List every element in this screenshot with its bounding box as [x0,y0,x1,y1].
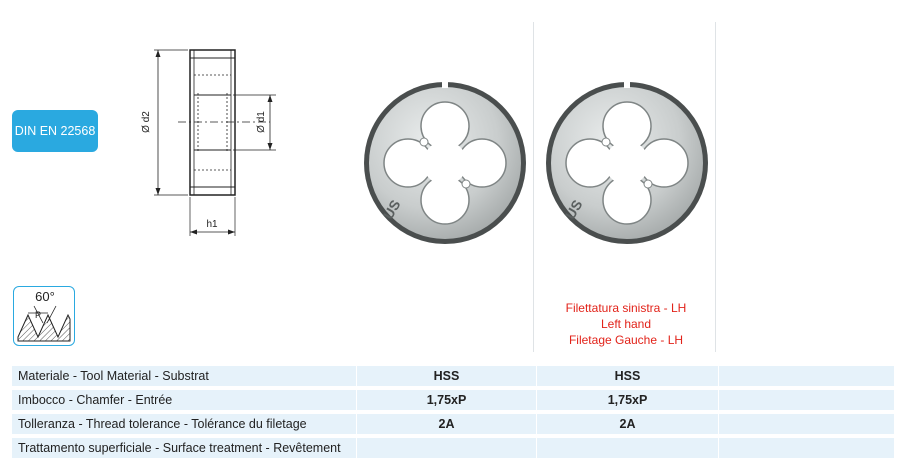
cell-value: 2A [356,414,536,434]
row-label: Trattamento superficiale - Surface treat… [18,441,341,455]
thread-profile-icon: 60° P [13,286,75,346]
din-standard-badge: DIN EN 22568 [12,110,98,152]
table-row: Trattamento superficiale - Surface treat… [12,438,894,458]
cell-value: 1,75xP [356,390,536,410]
left-hand-note-line: Filetage Gauche - LH [568,333,684,347]
left-hand-note: Filettatura sinistra - LH Left hand File… [534,300,718,348]
die-image-left-hand: US [546,80,708,244]
column-divider [715,22,716,352]
thread-pitch-label: P [35,310,41,320]
technical-drawing: Ø d2 Ø d1 h1 [141,49,276,236]
spec-table: Materiale - Tool Material - Substrat HSS… [12,366,894,462]
cell-value [718,366,894,386]
cell-value [718,414,894,434]
table-row: Tolleranza - Thread tolerance - Toléranc… [12,414,894,434]
cell-value [536,438,718,458]
row-label: Materiale - Tool Material - Substrat [18,369,209,383]
d2-label: Ø d2 [141,111,152,133]
table-row: Materiale - Tool Material - Substrat HSS… [12,366,894,386]
cell-value [718,438,894,458]
h1-label: h1 [206,219,218,230]
thread-angle-label: 60° [35,289,55,304]
left-hand-note-line: Left hand [600,317,652,331]
row-label: Tolleranza - Thread tolerance - Toléranc… [18,417,307,431]
left-hand-note-line: Filettatura sinistra - LH [565,301,687,315]
die-image-right-hand: US [364,80,526,244]
cell-value [356,438,536,458]
din-standard-label: DIN EN 22568 [14,124,96,138]
cell-value [718,390,894,410]
cell-value: HSS [536,366,718,386]
column-divider [533,22,534,352]
table-row: Imbocco - Chamfer - Entrée 1,75xP 1,75xP [12,390,894,410]
d1-label: Ø d1 [256,111,267,133]
row-label: Imbocco - Chamfer - Entrée [18,393,173,407]
cell-value: HSS [356,366,536,386]
die-side-body [189,49,236,196]
cell-value: 2A [536,414,718,434]
cell-value: 1,75xP [536,390,718,410]
